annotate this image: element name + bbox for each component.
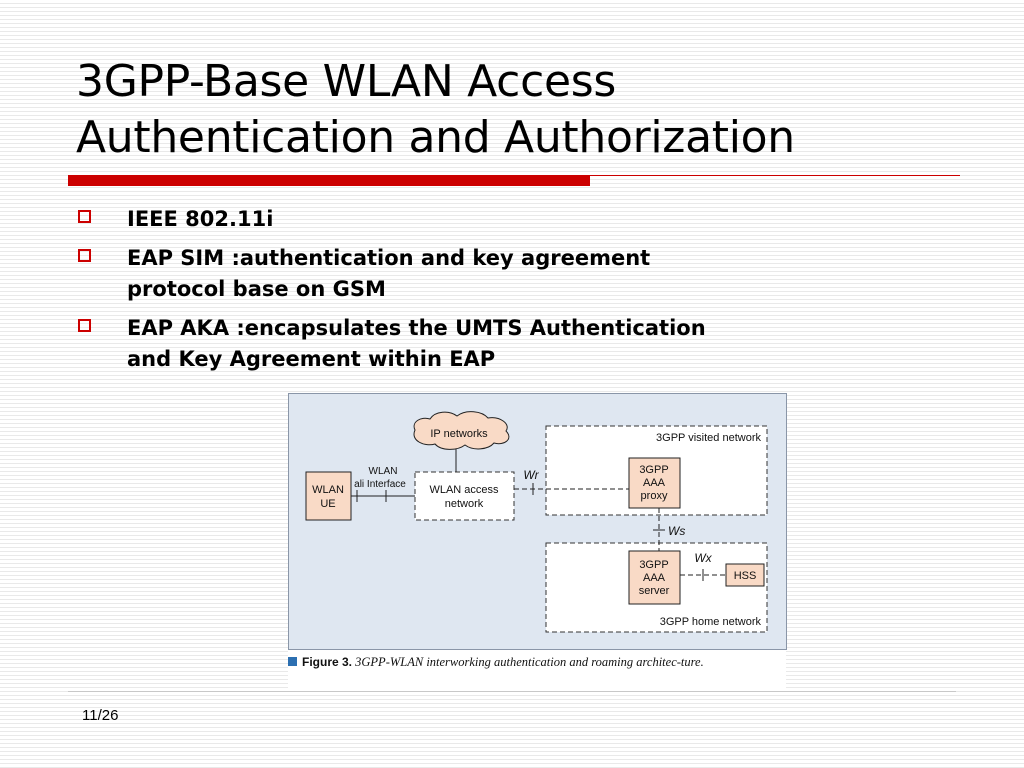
caption-label: Figure 3. — [302, 655, 353, 669]
aaa-proxy-label: AAA — [643, 477, 666, 489]
hollow-square-bullet-icon — [78, 249, 91, 262]
bullet-list: IEEE 802.11i EAP SIM :authentication and… — [78, 204, 838, 383]
ip-networks-label: IP networks — [430, 428, 488, 440]
bullet-line: IEEE 802.11i — [127, 207, 274, 231]
bullet-item: EAP SIM :authentication and key agreemen… — [78, 243, 838, 305]
wlan-interface-label: WLAN — [369, 466, 398, 477]
wlan-access-network-box — [414, 471, 515, 521]
home-network-label: 3GPP home network — [660, 616, 762, 628]
aaa-server-label: AAA — [643, 572, 666, 584]
diagram-panel: IP networks 3GPP visited network 3GPP ho… — [288, 393, 787, 650]
figure-caption: Figure 3. 3GPP-WLAN interworking authent… — [288, 654, 780, 670]
title-underline-thin — [590, 175, 960, 176]
aaa-server-label: server — [639, 585, 670, 597]
wlan-interface-label: ali Interface — [354, 479, 406, 490]
ip-networks-cloud-icon — [413, 411, 510, 450]
access-network-label: network — [445, 498, 484, 510]
aaa-server-node — [628, 550, 681, 605]
bullet-text: IEEE 802.11i — [127, 204, 838, 235]
bullet-item: EAP AKA :encapsulates the UMTS Authentic… — [78, 313, 838, 375]
ws-interface-label: Ws — [668, 524, 685, 538]
page-number: 11/26 — [82, 707, 119, 724]
title-line-2: Authentication and Authorization — [76, 112, 795, 163]
hollow-square-bullet-icon — [78, 319, 91, 332]
architecture-diagram: IP networks 3GPP visited network 3GPP ho… — [305, 411, 768, 633]
wx-interface-label: Wx — [694, 551, 712, 565]
bullet-item: IEEE 802.11i — [78, 204, 838, 235]
aaa-proxy-label: 3GPP — [639, 464, 668, 476]
caption-text: 3GPP-WLAN interworking authentication an… — [355, 655, 704, 669]
bullet-line: EAP SIM :authentication and key agreemen… — [127, 246, 651, 270]
title-line-1: 3GPP-Base WLAN Access — [76, 56, 616, 107]
title-underline-thick — [68, 175, 590, 186]
hss-node — [725, 563, 765, 587]
wlan-ue-label: UE — [320, 498, 335, 510]
architecture-figure: IP networks 3GPP visited network 3GPP ho… — [288, 393, 787, 689]
hollow-square-bullet-icon — [78, 210, 91, 223]
slide-title: 3GPP-Base WLAN Access Authentication and… — [76, 54, 795, 166]
aaa-proxy-node — [628, 457, 681, 509]
footer-divider — [68, 691, 956, 692]
visited-network-label: 3GPP visited network — [656, 432, 761, 444]
wlan-ue-label: WLAN — [312, 484, 344, 496]
aaa-proxy-label: proxy — [641, 490, 668, 502]
hss-label: HSS — [734, 570, 757, 582]
aaa-server-label: 3GPP — [639, 559, 668, 571]
bullet-text: EAP AKA :encapsulates the UMTS Authentic… — [127, 313, 838, 375]
wlan-ue-node — [305, 471, 352, 521]
caption-square-marker-icon — [288, 657, 297, 666]
bullet-line: and Key Agreement within EAP — [127, 347, 496, 371]
access-network-label: WLAN access — [429, 484, 499, 496]
wr-interface-label: Wr — [523, 468, 539, 482]
bullet-text: EAP SIM :authentication and key agreemen… — [127, 243, 838, 305]
bullet-line: protocol base on GSM — [127, 277, 386, 301]
bullet-line: EAP AKA :encapsulates the UMTS Authentic… — [127, 316, 706, 340]
